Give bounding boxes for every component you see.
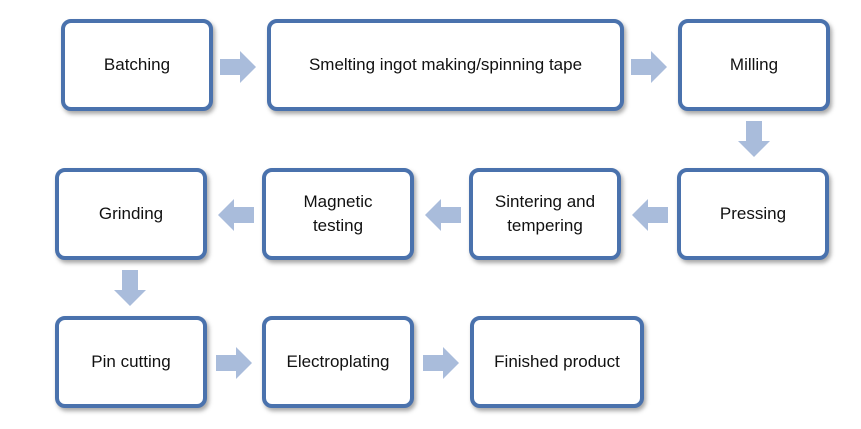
- step-grinding: Grinding: [55, 168, 207, 260]
- step-magnetic-testing-label: Magnetic testing: [303, 192, 373, 235]
- step-grinding-label: Grinding: [98, 204, 164, 223]
- step-pressing-label: Pressing: [719, 204, 787, 223]
- arrow-left-3: [632, 199, 668, 231]
- arrow-left-1: [218, 199, 254, 231]
- step-finished-product: Finished product: [470, 316, 644, 408]
- arrow-right-1: [220, 51, 256, 83]
- step-sintering-tempering-label: Sintering and tempering: [494, 192, 596, 235]
- step-batching-label: Batching: [103, 55, 171, 74]
- arrow-right-2: [631, 51, 667, 83]
- arrow-down-2: [114, 270, 146, 306]
- arrow-down-1: [738, 121, 770, 157]
- step-sintering-tempering: Sintering and tempering: [469, 168, 621, 260]
- step-electroplating: Electroplating: [262, 316, 414, 408]
- step-pressing: Pressing: [677, 168, 829, 260]
- step-electroplating-label: Electroplating: [286, 352, 390, 371]
- step-pin-cutting: Pin cutting: [55, 316, 207, 408]
- step-milling-label: Milling: [729, 55, 779, 74]
- arrow-right-4: [423, 347, 459, 379]
- arrow-left-2: [425, 199, 461, 231]
- arrow-right-3: [216, 347, 252, 379]
- step-smelting: Smelting ingot making/spinning tape: [267, 19, 624, 111]
- step-milling: Milling: [678, 19, 830, 111]
- step-batching: Batching: [61, 19, 213, 111]
- step-finished-product-label: Finished product: [494, 352, 620, 371]
- step-pin-cutting-label: Pin cutting: [91, 352, 171, 371]
- step-smelting-label: Smelting ingot making/spinning tape: [308, 55, 583, 74]
- step-magnetic-testing: Magnetic testing: [262, 168, 414, 260]
